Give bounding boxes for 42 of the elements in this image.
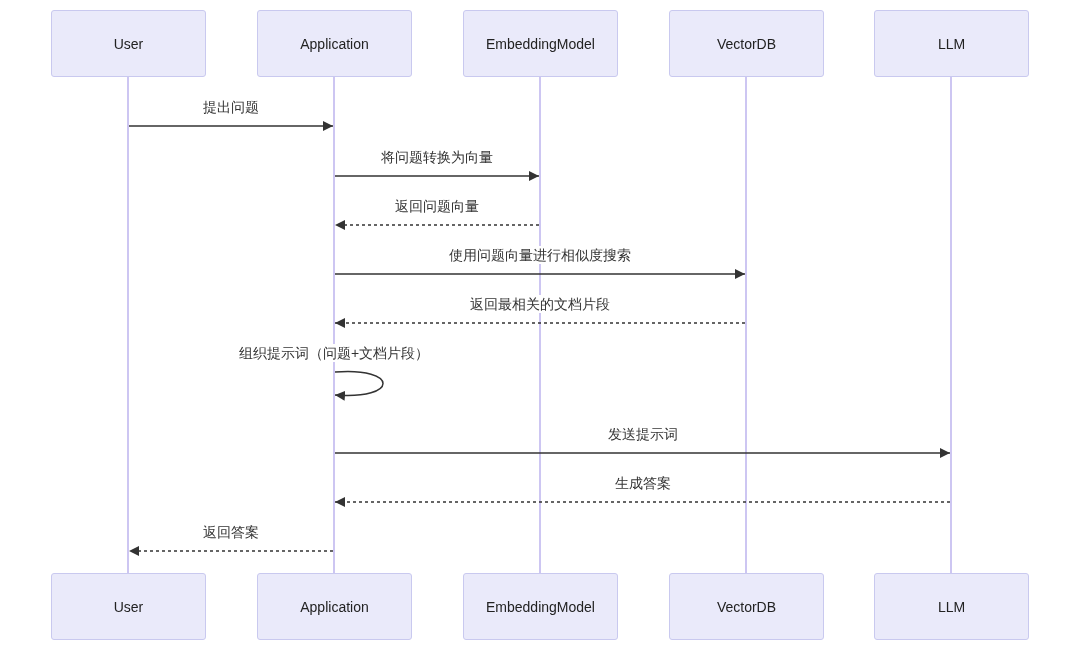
- message-arrow: [334, 448, 951, 458]
- participant-box: [874, 573, 1029, 640]
- message-label: 将问题转换为向量: [379, 148, 495, 166]
- participant-name: Application: [300, 35, 369, 52]
- participant-box: [257, 573, 412, 640]
- message-label: 返回答案: [201, 523, 261, 541]
- message-label: 提出问题: [201, 98, 261, 116]
- lifeline: [333, 77, 335, 573]
- participant-box: [51, 10, 206, 77]
- participant-name: LLM: [937, 35, 966, 52]
- message-arrow: [128, 546, 334, 556]
- participant-box: [51, 573, 206, 640]
- lifeline: [950, 77, 952, 573]
- self-message-arrow: [334, 370, 384, 401]
- message-arrow: [334, 497, 951, 507]
- message-label: 发送提示词: [605, 425, 680, 443]
- participant-box: [463, 10, 618, 77]
- message-arrow: [128, 121, 334, 131]
- lifeline: [539, 77, 541, 573]
- message-label: 生成答案: [612, 474, 673, 492]
- participant-box: [463, 573, 618, 640]
- participant-name: User: [113, 35, 144, 52]
- participant-box: [669, 10, 824, 77]
- participant-box: [669, 573, 824, 640]
- participant-name: EmbeddingModel: [486, 35, 595, 52]
- participant-box: [257, 10, 412, 77]
- participant-name: User: [113, 598, 144, 615]
- message-label: 使用问题向量进行相似度搜索: [447, 246, 633, 264]
- participant-name: VectorDB: [716, 35, 777, 52]
- participant-name: VectorDB: [716, 598, 777, 615]
- message-arrow: [334, 171, 540, 181]
- participant-box: [874, 10, 1029, 77]
- participant-name: Application: [300, 598, 369, 615]
- participant-name: LLM: [937, 598, 966, 615]
- message-arrow: [334, 269, 746, 279]
- participant-name: EmbeddingModel: [486, 598, 595, 615]
- message-label: 返回问题向量: [393, 197, 481, 215]
- message-arrow: [334, 220, 540, 230]
- lifeline: [745, 77, 747, 573]
- message-arrow: [334, 318, 746, 328]
- message-label: 返回最相关的文档片段: [468, 295, 612, 313]
- lifeline: [127, 77, 129, 573]
